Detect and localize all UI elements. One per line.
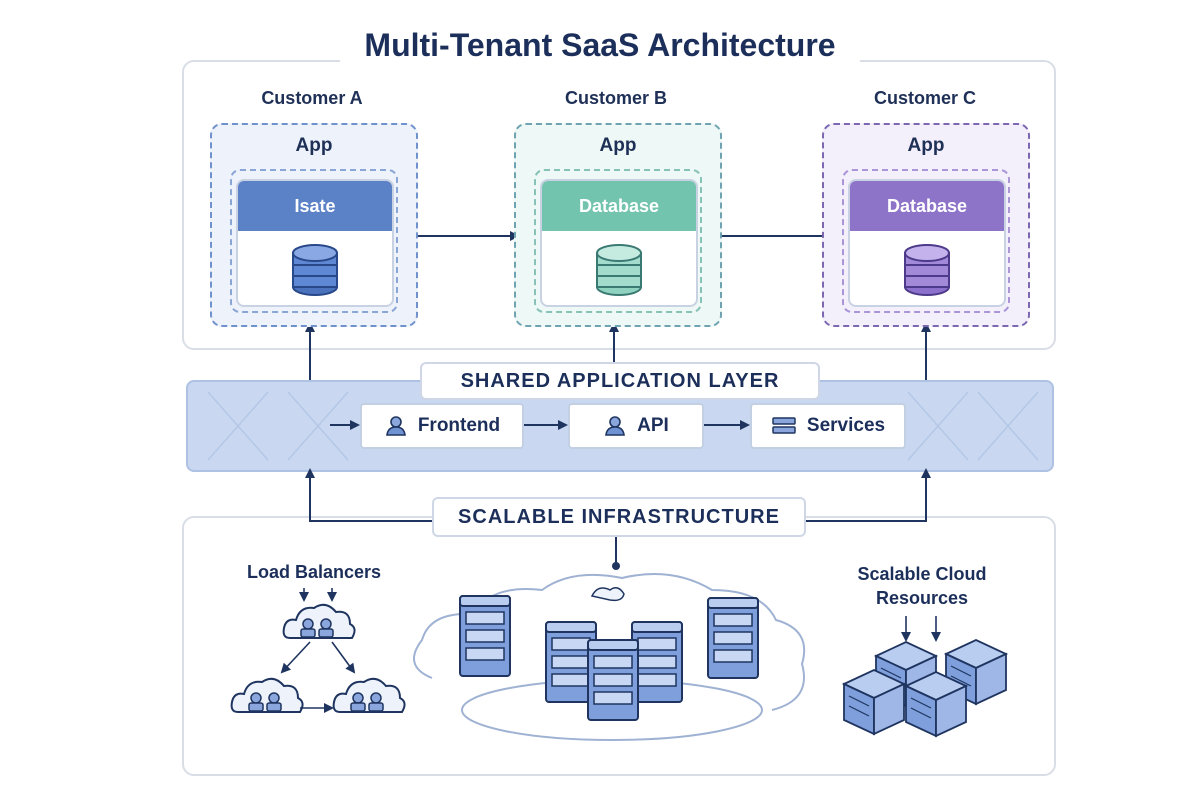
server-rack-icon (587, 639, 639, 721)
services-label: Services (806, 415, 886, 436)
database-card-a: Isate (236, 179, 394, 307)
frontend-component[interactable]: Frontend (360, 403, 524, 449)
database-card-b: Database (540, 179, 698, 307)
customer-b-box: App Database (514, 123, 722, 327)
database-card-c: Database (848, 179, 1006, 307)
database-icon (292, 244, 338, 296)
tenant-a-inner: Isate (230, 169, 398, 313)
services-component[interactable]: Services (750, 403, 906, 449)
database-label: Database (850, 181, 1004, 231)
layer-pattern (207, 391, 1039, 461)
customer-b-label: Customer B (564, 88, 667, 108)
frontend-label: Frontend (417, 415, 501, 436)
infra-to-layer-left (305, 468, 432, 522)
infrastructure-label: SCALABLE INFRASTRUCTURE (432, 497, 806, 537)
api-label: API (637, 415, 669, 436)
shared-layer-label: SHARED APPLICATION LAYER (420, 362, 820, 400)
customer-c-label: Customer C (873, 88, 976, 108)
cloud-user-icon (590, 587, 625, 602)
api-component[interactable]: API (568, 403, 704, 449)
customer-a-label: Customer A (261, 88, 363, 108)
customer-a-box: App Isate (210, 123, 418, 327)
server-rack-icon (459, 595, 511, 677)
load-balancer-group (230, 588, 406, 713)
user-icon (605, 416, 626, 436)
database-label: Database (542, 181, 696, 231)
compute-cube-icon (843, 669, 905, 735)
diagram-title: Multi-Tenant SaaS Architecture (340, 22, 860, 68)
server-rack-icon (631, 621, 683, 703)
user-icon (385, 416, 406, 436)
app-label: App (599, 135, 637, 156)
database-icon (904, 244, 950, 296)
database-icon (596, 244, 642, 296)
app-label: App (907, 135, 945, 156)
tenant-b-inner: Database (534, 169, 702, 313)
cloud-resources-label: Scalable Cloud Resources (857, 564, 987, 608)
load-balancer-cloud (282, 603, 356, 639)
cloud-resources-group (843, 616, 1007, 737)
load-balancer-cloud (230, 677, 304, 713)
server-cluster (413, 573, 806, 741)
infra-to-layer-right (802, 468, 931, 522)
server-rack-icon (707, 597, 759, 679)
load-balancers-label: Load Balancers (246, 562, 382, 582)
app-label: App (295, 135, 333, 156)
tenant-c-inner: Database (842, 169, 1010, 313)
database-label: Isate (238, 181, 392, 231)
customer-c-box: App Database (822, 123, 1030, 327)
compute-cube-icon (905, 671, 967, 737)
server-stack-icon (772, 417, 796, 434)
